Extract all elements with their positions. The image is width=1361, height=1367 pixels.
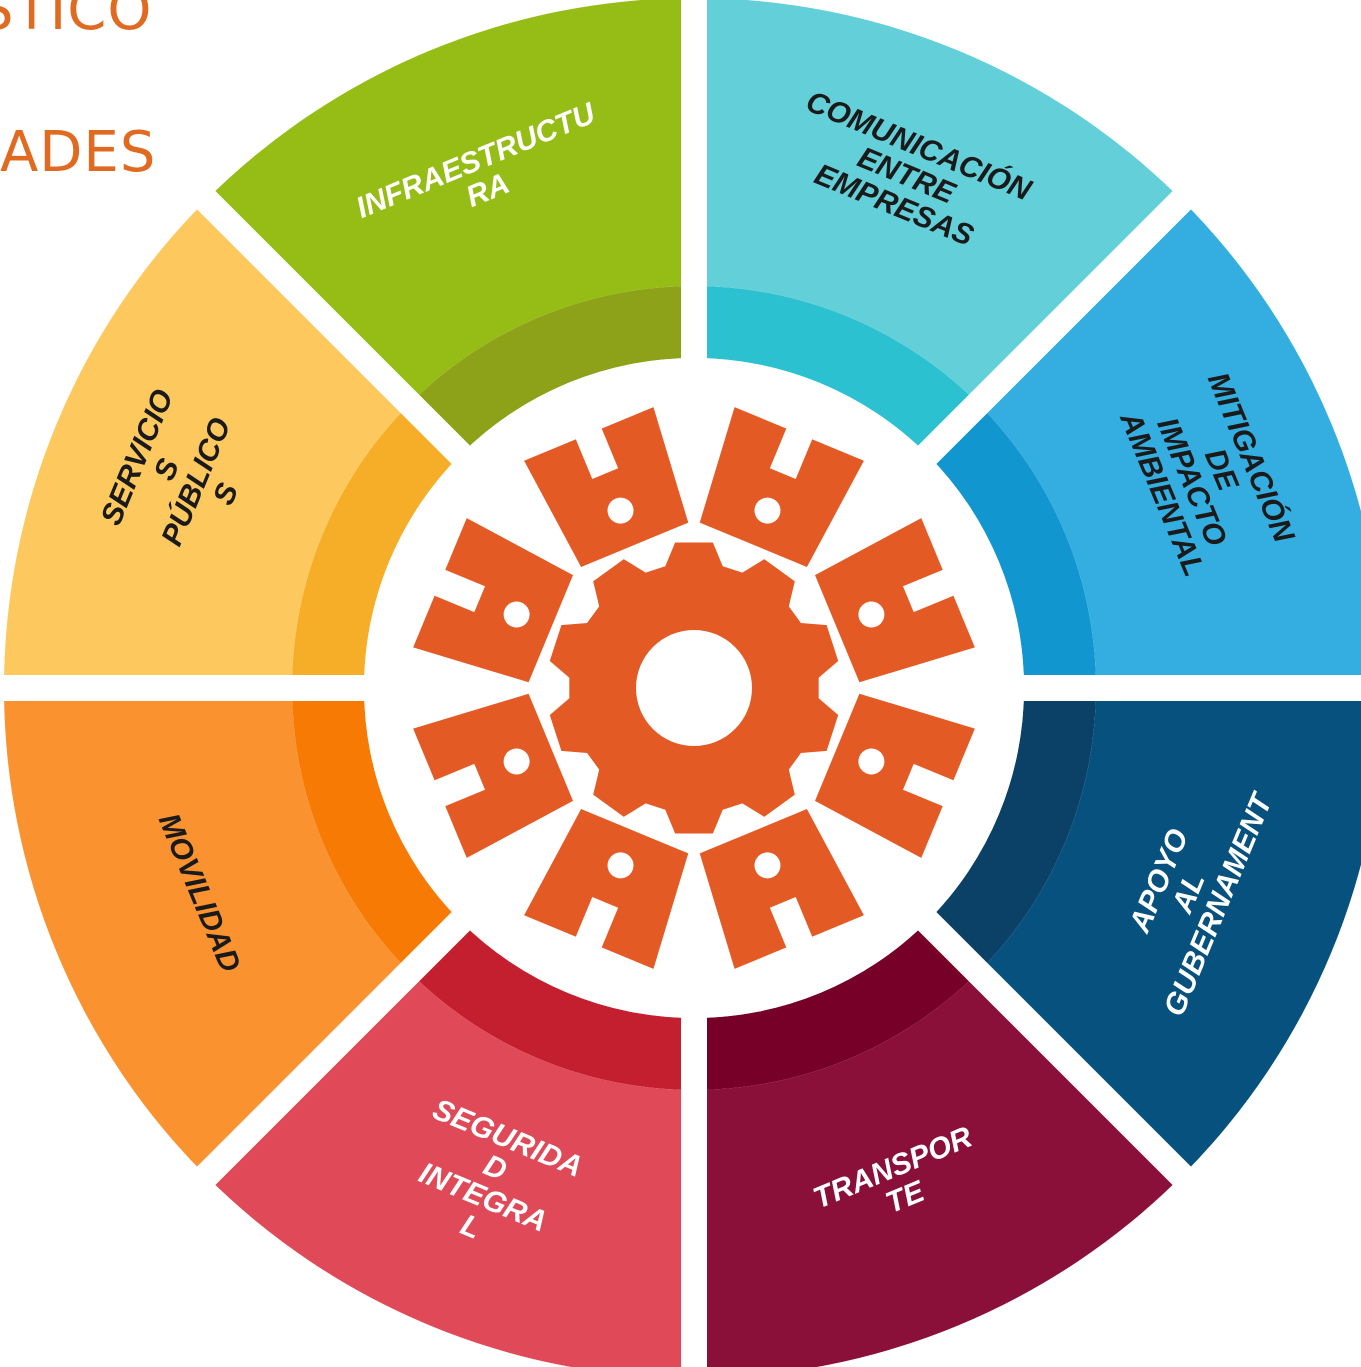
gear-tooth-shape [815,693,975,858]
segment-inner-band [927,403,1096,688]
gear-tooth [815,518,975,683]
segment-outer-band [206,0,694,404]
gear-tooth-hole [754,497,781,524]
segment-inner-band [927,688,1096,973]
segment-label-comunicacion: COMUNICACIÓNENTREEMPRESAS [777,84,1037,267]
segment-inner-band [409,921,694,1090]
gear-tooth-hole [858,601,885,628]
gear-tooth-notch [769,412,819,480]
gear-tooth-shape [413,518,573,683]
segment-inner-band [292,688,461,973]
gear-tooth-hole [607,497,634,524]
gear-tooth [699,407,864,567]
segment-servicios: SERVICIOSPÚBLICOS [4,200,461,688]
segment-separator [182,905,477,1200]
gear-tooth [524,809,689,969]
gear-tooth-hole [754,852,781,879]
gear-tooth [413,693,573,858]
gear-tooth-shape [699,407,864,567]
gear-tooth-hole [503,601,530,628]
header-line-2: ADES [0,120,157,185]
gear-tooth-hole [503,748,530,775]
gear-tooth-shape [524,407,689,567]
inner-cog-hole [636,630,752,746]
segment-inner-band [409,286,694,455]
gear-tooth-shape [413,693,573,858]
segment-separator [182,176,477,471]
gear-tooth-shape [815,518,975,683]
gear-tooth-notch [569,896,619,964]
segment-comunicacion: COMUNICACIÓNENTREEMPRESAS [694,0,1182,455]
gear-tooth-notch [569,412,619,480]
gear-tooth [413,518,573,683]
segment-outer-band [694,0,1182,404]
gear-tooth-shape [699,809,864,969]
segment-inner-band [292,403,461,688]
gear-tooth-hole [858,748,885,775]
gear-cluster-icon [364,358,1024,1018]
gear-tooth-notch [418,563,486,613]
segment-separator [911,176,1206,471]
gear-tooth [524,407,689,567]
gear-tooth-shape [524,809,689,969]
gear-tooth-notch [902,563,970,613]
gear-tooth-notch [902,763,970,813]
segment-separator [911,905,1206,1200]
segment-inner-band [694,286,979,455]
segment-movilidad: MOVILIDAD [4,688,461,1176]
gear-tooth-notch [769,896,819,964]
segment-outer-band [4,688,410,1176]
gear-tooth [815,693,975,858]
header-line-1: STICO [0,0,153,43]
segment-outer-band [4,200,410,688]
gear-tooth [699,809,864,969]
segment-inner-band [694,921,979,1090]
gear-tooth-hole [607,852,634,879]
gear-tooth-notch [418,763,486,813]
segment-infraestructura: INFRAESTRUCTURA [206,0,694,455]
